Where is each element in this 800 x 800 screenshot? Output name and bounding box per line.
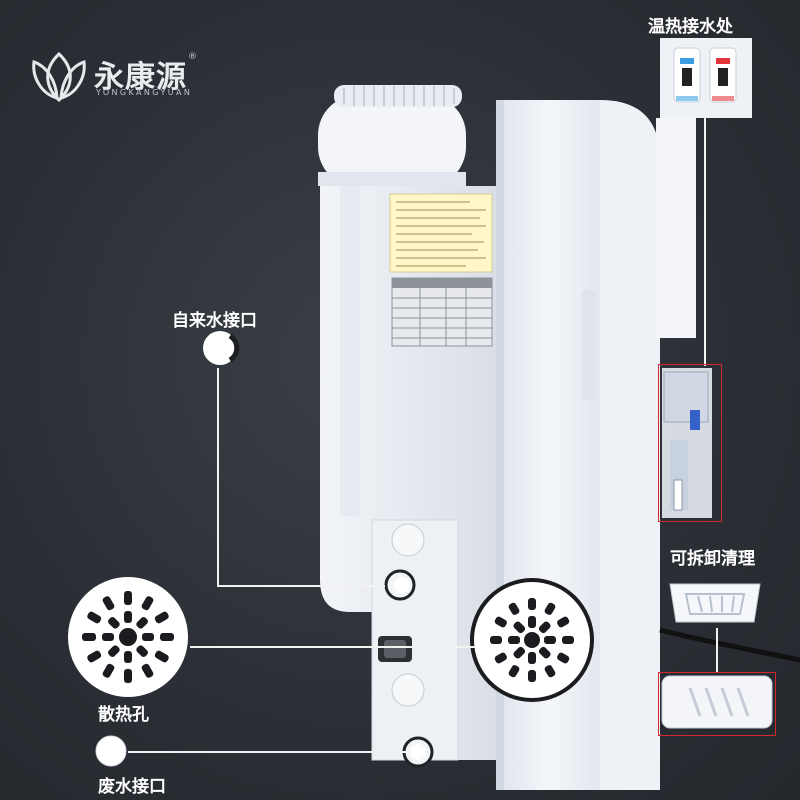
drip-tray-installed bbox=[661, 675, 773, 729]
brand-romanized: YONGKANGYUAN bbox=[96, 88, 193, 97]
body-vent-grille bbox=[470, 578, 594, 702]
brand-registered-mark: ® bbox=[188, 52, 197, 62]
inlet-callout-line-horizontal bbox=[217, 585, 385, 587]
leaf-logo-icon bbox=[32, 51, 86, 103]
tray-callout-line bbox=[716, 628, 718, 672]
body-inlet-fitting bbox=[384, 569, 416, 601]
water-inlet-icon bbox=[203, 331, 240, 365]
tap-callout-line bbox=[704, 118, 706, 366]
inlet-label: 自来水接口 bbox=[172, 311, 257, 331]
tap-highlight-box bbox=[658, 364, 722, 522]
inlet-callout-line bbox=[217, 368, 219, 586]
vent-label: 散热孔 bbox=[98, 705, 149, 725]
drip-tray-icon bbox=[669, 583, 761, 623]
drain-callout-line bbox=[128, 751, 406, 753]
body-drain-fitting bbox=[402, 736, 434, 768]
drain-outlet-icon bbox=[95, 735, 127, 767]
instruction-label bbox=[389, 193, 493, 273]
tap-assembly bbox=[662, 368, 712, 518]
tap-label: 温热接水处 bbox=[648, 17, 733, 37]
tray-highlight-box bbox=[658, 672, 776, 736]
spec-label bbox=[391, 277, 493, 347]
vent-grille-icon bbox=[68, 577, 188, 697]
top-cap bbox=[318, 85, 466, 187]
brand-name: 永康源 bbox=[94, 60, 187, 95]
vent-callout-line bbox=[190, 646, 476, 648]
detachable-label: 可拆卸清理 bbox=[670, 549, 755, 569]
tap-panel-icon bbox=[660, 38, 752, 118]
drain-label: 废水接口 bbox=[98, 777, 166, 797]
